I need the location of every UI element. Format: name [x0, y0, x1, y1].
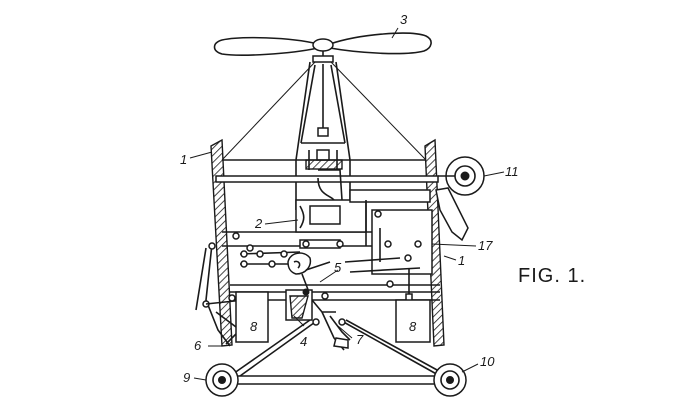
- rotor-assembly: [213, 32, 432, 63]
- label-8-right: 8: [409, 319, 417, 334]
- float-right: [395, 299, 431, 343]
- rotor-blade-left: [213, 36, 319, 56]
- label-1-right: 1: [458, 253, 465, 268]
- floats: [235, 291, 431, 343]
- wheel-11: [438, 156, 485, 196]
- reference-labels: 1 1 2 3 4 5 6 7 8 8 9 10 11 17: [180, 12, 519, 385]
- label-8-left: 8: [250, 319, 258, 334]
- pilot: [285, 252, 351, 351]
- control-linkages: [232, 232, 421, 305]
- label-10: 10: [480, 354, 495, 369]
- label-9: 9: [183, 370, 190, 385]
- float-left: [235, 291, 269, 343]
- label-5: 5: [334, 260, 342, 275]
- label-4: 4: [300, 334, 307, 349]
- gearbox: [305, 159, 343, 170]
- undercarriage: [229, 318, 449, 385]
- label-1-left: 1: [180, 152, 187, 167]
- figure-caption: FIG. 1.: [518, 265, 586, 287]
- engine-block: [295, 169, 431, 249]
- label-11: 11: [505, 164, 519, 179]
- label-6: 6: [194, 338, 202, 353]
- guy-wires: [221, 61, 427, 161]
- left-post: [210, 138, 233, 347]
- label-3: 3: [400, 12, 408, 27]
- leader-lines: [189, 27, 505, 381]
- rotor-blade-right: [329, 32, 432, 55]
- label-7: 7: [356, 332, 364, 347]
- label-2: 2: [254, 216, 263, 231]
- wheel-10: [433, 363, 467, 397]
- label-17: 17: [478, 238, 493, 253]
- wheel-9: [205, 363, 239, 397]
- exhaust-pipe: [435, 187, 469, 242]
- rotor-hub: [312, 38, 334, 52]
- tank-17: [371, 209, 433, 275]
